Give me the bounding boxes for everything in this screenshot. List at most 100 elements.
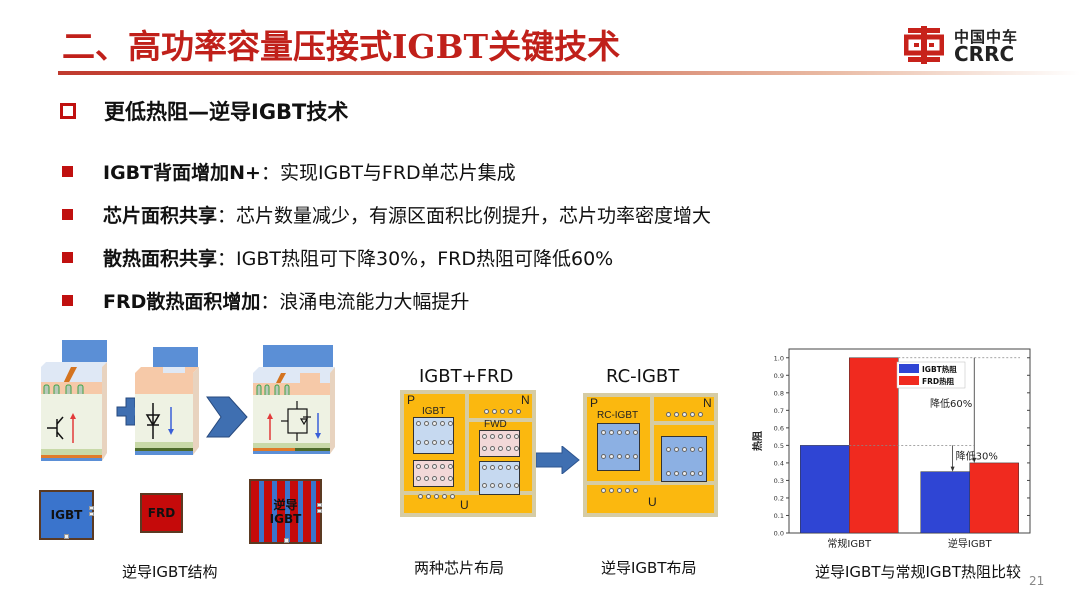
bullet-key: FRD散热面积增加 [103,291,261,313]
bullet-square-icon [62,252,73,263]
bottom-pad [284,538,289,543]
bond-wire-dots [484,409,521,414]
bullet-item: 芯片面积共享 ： 芯片数量减少，有源区面积比例提升，芯片功率密度增大 [62,193,711,236]
bullet-item: 散热面积共享 ： IGBT热阻可下降30%，FRD热阻可降低60% [62,236,711,279]
logo-text-en: CRRC [954,42,1015,66]
bottom-pad [64,534,69,539]
svg-text:逆导IGBT: 逆导IGBT [948,537,993,550]
igbt-chip-label: IGBT [50,508,83,522]
section-heading: 更低热阻—逆导IGBT技术 [60,96,348,126]
frd-chip: FRD [140,493,183,533]
y-axis-label: 热阻 [751,431,764,451]
frd-subchip [413,460,454,487]
svg-text:0.9: 0.9 [774,372,784,380]
bond-wire-dots [482,446,519,451]
bond-wire-dots [666,447,703,452]
svg-text:0.2: 0.2 [774,494,784,502]
crrc-logo-icon [904,26,944,64]
svg-text:0.0: 0.0 [774,530,784,538]
bullet-square-icon [62,209,73,220]
rc-igbt-cell-block [253,345,335,454]
bond-wire-dots [482,434,519,439]
svg-text:0.8: 0.8 [774,389,784,397]
crrc-logo: 中国中车 CRRC [904,24,1034,66]
bond-wire-dots [601,454,638,459]
rc-igbt-chip: 逆导 IGBT [249,479,322,544]
rc-label-line2: IGBT [269,511,302,526]
bullet-colon: ： [217,205,237,227]
fwd-label: FWD [484,419,507,430]
svg-text:0.6: 0.6 [774,424,784,432]
bullet-key: 散热面积共享 [103,248,218,270]
slide-title: 二、高功率容量压接式IGBT关键技术 [62,27,621,66]
bullet-key: IGBT背面增加N+ [103,162,261,184]
arrow-right-icon [206,396,248,438]
n-label: N [521,393,530,407]
gate-pad [89,506,94,510]
svg-text:0.3: 0.3 [774,477,784,485]
bond-wire-dots [601,488,638,493]
structure-caption: 逆导IGBT结构 [122,563,218,581]
rc-igbt-subchip-2 [661,436,707,482]
gate-pad [317,503,322,507]
igbt-subchip [413,417,454,454]
bullet-square-icon [62,166,73,177]
u-label: U [460,498,469,512]
bond-wire-dots [416,421,453,426]
two-chip-caption: 两种芯片布局 [414,559,505,577]
gate-pad [317,509,322,513]
rc-igbt-label: RC-IGBT [597,410,639,421]
igbt-chip: IGBT [39,490,94,540]
n-pad [654,397,714,421]
bullet-desc: 芯片数量减少，有源区面积比例提升，芯片功率密度增大 [236,205,712,227]
svg-text:降低30%: 降低30% [956,449,998,462]
bullet-key: 芯片面积共享 [103,205,218,227]
bond-wire-dots [418,494,455,499]
n-label: N [703,396,712,410]
two-chip-layout-title: IGBT+FRD [419,366,514,387]
svg-text:0.5: 0.5 [774,442,784,450]
chart-annotations: 降低60%降低30% [849,357,1020,472]
bullet-colon: ： [217,248,237,270]
igbt-cell-block [41,340,107,461]
rc-igbt-subchip [597,423,640,471]
bond-wire-dots [416,464,453,469]
bond-wire-dots [482,465,519,470]
gate-pad [89,512,94,516]
p-label: P [590,396,599,410]
rc-label-line1: 逆导 [273,497,298,512]
svg-text:0.4: 0.4 [774,459,784,467]
section-heading-text: 更低热阻—逆导IGBT技术 [104,100,349,124]
chart-caption: 逆导IGBT与常规IGBT热阻比较 [815,563,1022,581]
svg-text:1.0: 1.0 [774,354,784,362]
hollow-square-icon [60,103,76,119]
bar-IGBT热阻-逆导IGBT [920,471,970,534]
svg-text:FRD热阻: FRD热阻 [922,376,955,386]
arrow-right-icon [536,446,580,474]
bullet-desc: 浪涌电流能力大幅提升 [279,291,470,313]
bullet-item: IGBT背面增加N+ ： 实现IGBT与FRD单芯片集成 [62,150,711,193]
p-label: P [407,393,416,407]
bullet-desc: IGBT热阻可下降30%，FRD热阻可降低60% [236,248,614,270]
rc-igbt-cross-section-diagram [41,340,335,461]
igbt-label: IGBT [422,406,446,417]
bullet-list: IGBT背面增加N+ ： 实现IGBT与FRD单芯片集成 芯片面积共享 ： 芯片… [62,150,711,322]
bond-wire-dots [482,483,519,488]
bar-FRD热阻-逆导IGBT [969,462,1019,534]
bond-wire-dots [601,430,638,435]
u-label: U [648,495,657,509]
u-pad [587,485,714,513]
bullet-colon: ： [260,162,280,184]
bond-wire-dots [416,440,453,445]
bar-IGBT热阻-常规IGBT [800,445,850,534]
thermal-resistance-bar-chart: 0.00.10.20.30.40.50.60.70.80.91.0热阻 常规IG… [751,348,1031,550]
svg-text:IGBT热阻: IGBT热阻 [922,364,957,374]
rc-layout-board: P N U RC-IGBT [583,393,718,517]
frd-cell-block [135,347,199,455]
bond-wire-dots [666,471,703,476]
two-chip-layout-board: P N U IGBT FWD [400,390,536,517]
bullet-item: FRD散热面积增加 ： 浪涌电流能力大幅提升 [62,279,711,322]
rc-igbt-chip-label: 逆导 IGBT [270,498,302,526]
u-pad [404,495,532,513]
bullet-desc: 实现IGBT与FRD单芯片集成 [279,162,516,184]
